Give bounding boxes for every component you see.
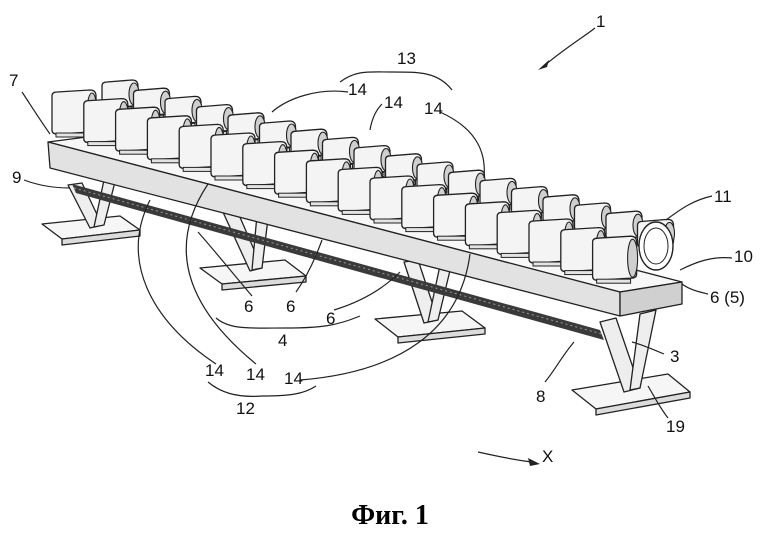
label-6-mid: 6 [286, 297, 295, 316]
label-3: 3 [670, 347, 679, 366]
label-13: 13 [397, 49, 416, 68]
label-8: 8 [536, 387, 545, 406]
label-6-left: 6 [244, 297, 253, 316]
label-14-bottom-left: 14 [205, 361, 224, 380]
label-14-bottom-mid: 14 [246, 365, 265, 384]
label-10: 10 [734, 247, 753, 266]
label-4: 4 [278, 331, 287, 350]
label-14-top-left: 14 [348, 80, 367, 99]
label-14-top-right: 14 [424, 99, 443, 118]
label-14-bottom-right: 14 [284, 369, 303, 388]
label-11: 11 [714, 187, 732, 206]
front-row-module [593, 236, 638, 283]
label-x: X [542, 447, 553, 466]
label-9: 9 [12, 168, 21, 187]
label-19: 19 [666, 417, 685, 436]
label-14-top-mid: 14 [384, 93, 403, 112]
figure-caption: Фиг. 1 [351, 500, 429, 531]
label-1: 1 [596, 12, 605, 31]
label-12: 12 [236, 399, 255, 418]
label-7: 7 [9, 71, 18, 90]
label-6-5: 6 (5) [710, 288, 745, 307]
end-module-face [639, 222, 673, 270]
label-6-right: 6 [326, 309, 335, 328]
